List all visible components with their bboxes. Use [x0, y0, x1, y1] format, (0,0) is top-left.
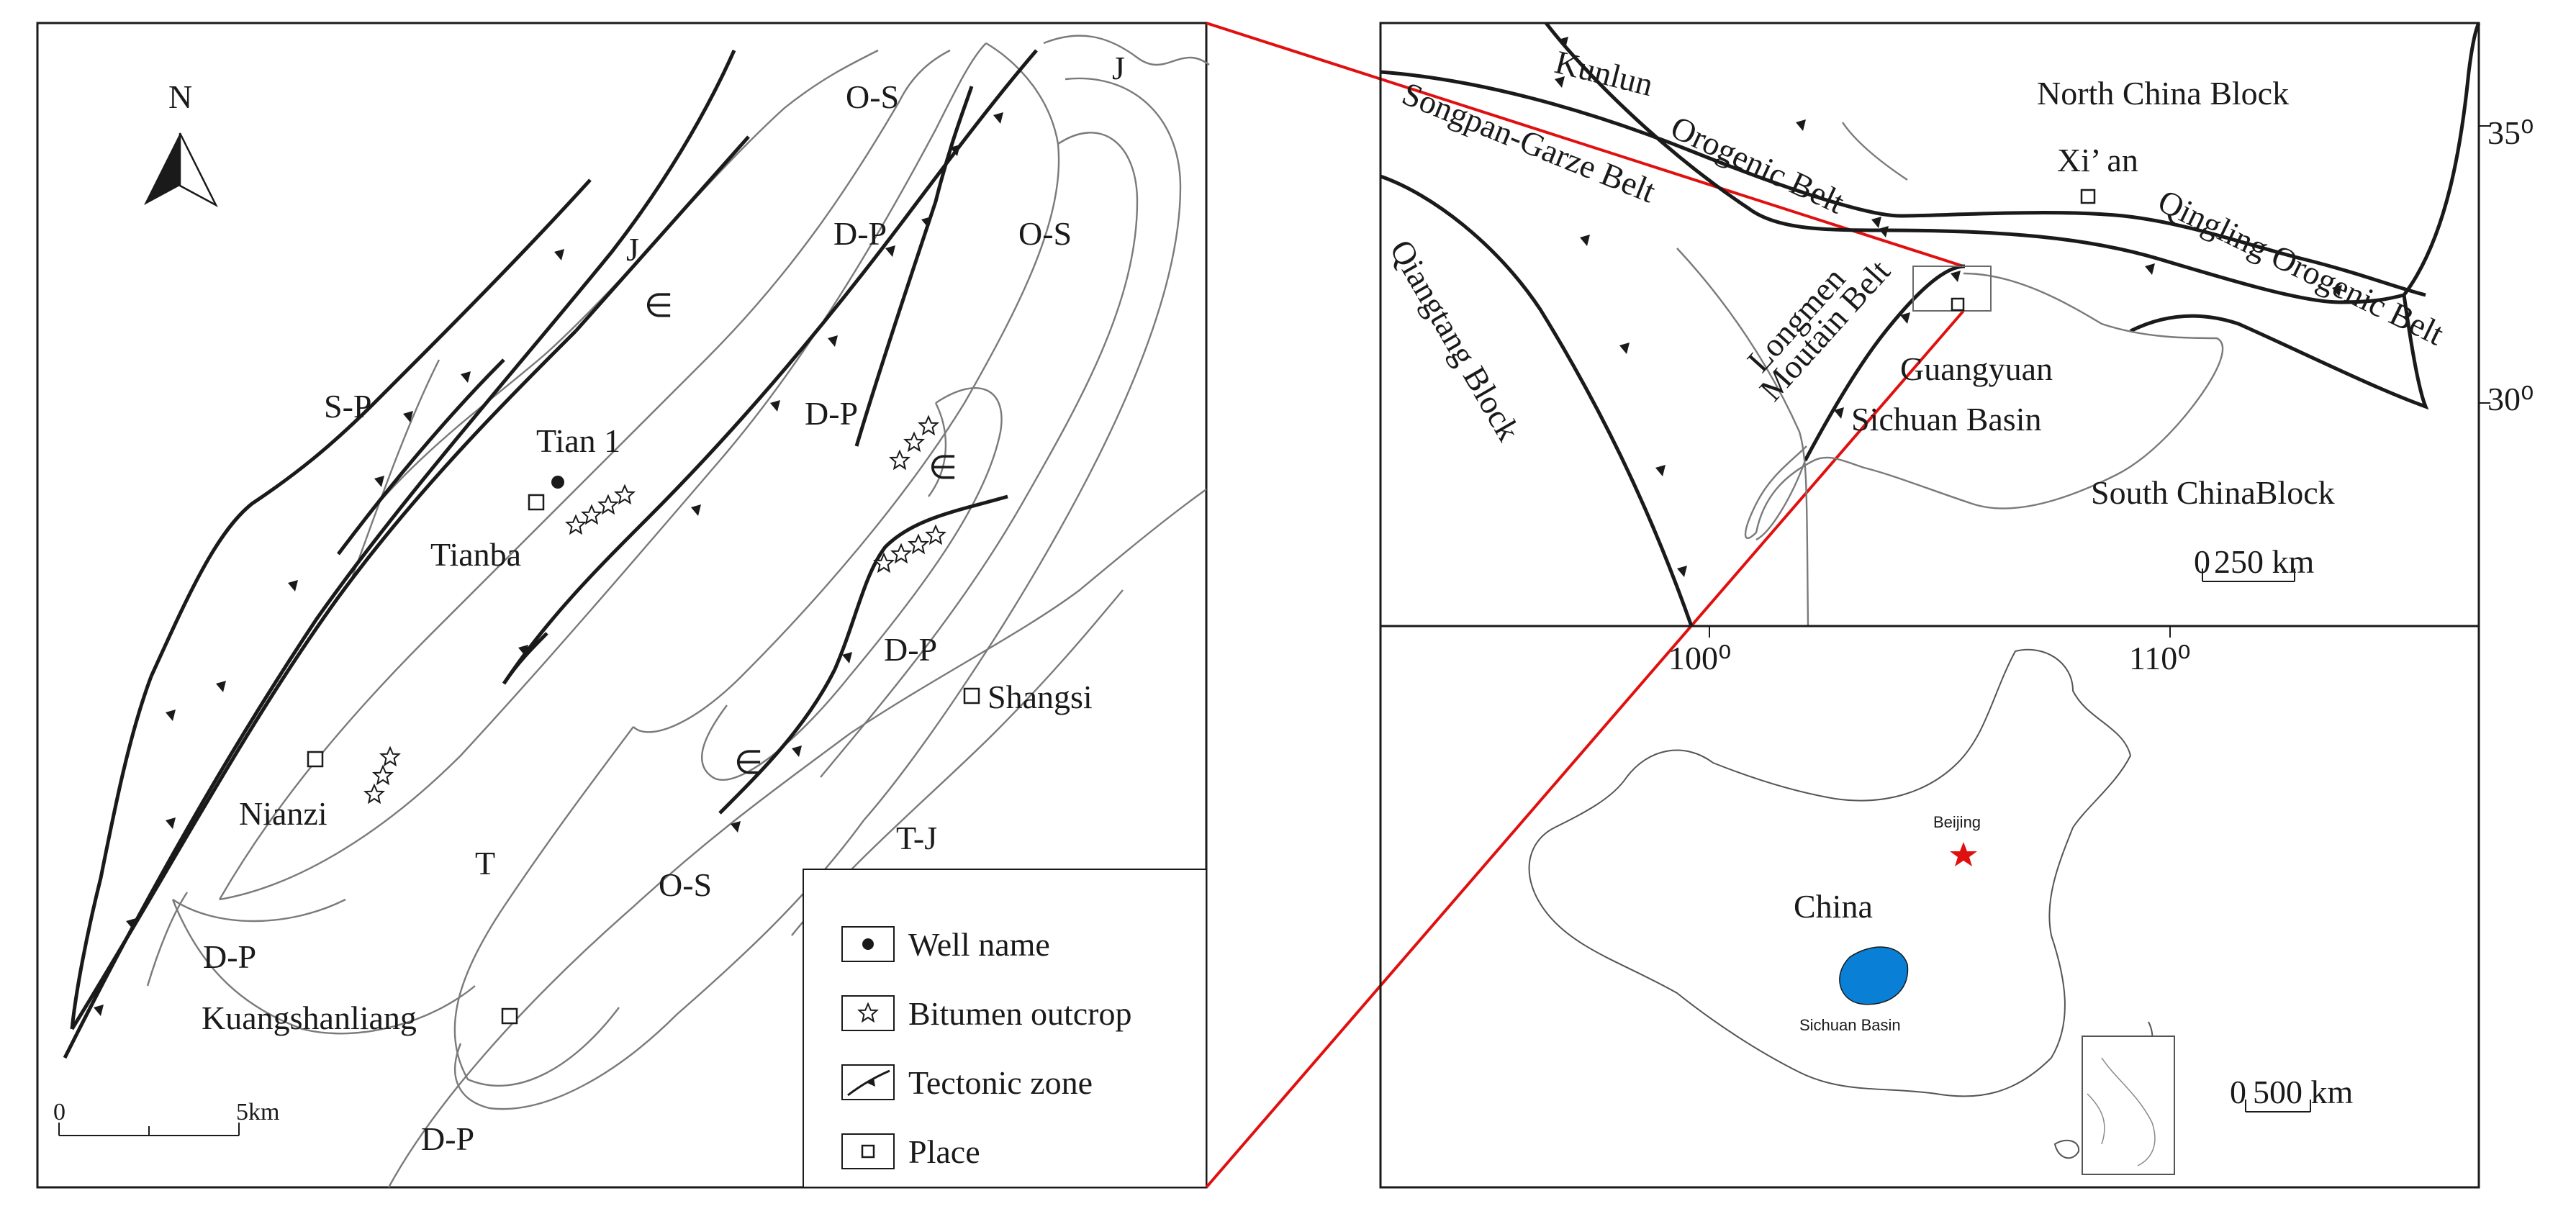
unit-label: ∈ — [644, 287, 673, 324]
well-label: Tian 1 — [536, 422, 620, 459]
regional-scale-bar: 0 250 km — [2194, 543, 2315, 582]
north-arrow: N — [144, 78, 218, 207]
regional-map-frame — [1379, 22, 2480, 627]
legend-label: Well name — [908, 926, 1050, 963]
fault-icon — [847, 1069, 890, 1097]
unit-label: D-P — [421, 1120, 474, 1157]
star-icon — [926, 525, 946, 544]
scale-end: 5km — [236, 1099, 279, 1125]
lat-tick-30: 30⁰ — [2487, 381, 2534, 417]
star-icon — [566, 515, 586, 534]
star-icon — [373, 766, 393, 784]
unit-label: O-S — [846, 78, 899, 115]
well-marker — [551, 476, 564, 489]
china-location-panel: Beijing China Sichuan Basin 0 500 km — [1379, 625, 2480, 1189]
legend-label: Bitumen outcrop — [908, 995, 1131, 1032]
sichuan-basin-area — [1839, 946, 1909, 1005]
label-sichuan-basin: Sichuan Basin — [1851, 401, 2041, 438]
china-map-frame — [1379, 625, 2480, 1189]
inset-connector — [1205, 22, 1965, 1189]
place-marker-xian — [2080, 189, 2096, 204]
left-scale-bar: 0 5km — [53, 1099, 279, 1136]
label-guangyuan: Guangyuan — [1900, 350, 2053, 387]
label-north-china: North China Block — [2037, 75, 2289, 112]
unit-label: D-P — [805, 395, 858, 432]
place-marker-shangsi — [963, 687, 980, 704]
unit-label: J — [1112, 50, 1125, 86]
place-marker-guangyuan — [1951, 297, 1965, 312]
star-icon — [904, 432, 924, 451]
star-icon — [364, 784, 384, 803]
place-marker-kuangshanliang — [501, 1007, 518, 1025]
star-icon — [615, 485, 635, 504]
regional-boundaries — [1380, 22, 2481, 627]
unit-label: D-P — [833, 215, 887, 252]
star-icon — [908, 535, 928, 553]
map-legend: Well name Bitumen outcrop Tectonic zone … — [803, 869, 1207, 1188]
place-label-kuangshanliang: Kuangshanliang — [202, 1000, 417, 1036]
capital-star-icon — [1950, 842, 1977, 866]
star-icon — [598, 495, 618, 514]
unit-label: T-J — [896, 820, 937, 856]
unit-label: D-P — [884, 631, 937, 668]
place-label-shangsi: Shangsi — [988, 679, 1093, 715]
dot-icon — [862, 938, 874, 950]
lon-tick-100: 100⁰ — [1668, 640, 1731, 676]
unit-label: O-S — [659, 866, 712, 903]
label-kunlun: Kunlun — [1552, 43, 1657, 103]
unit-label: ∈ — [928, 449, 957, 486]
place-marker-nianzi — [307, 751, 324, 768]
regional-scale-zero: 0 — [2194, 543, 2210, 580]
china-outline — [1528, 648, 2132, 1097]
label-china-sichuan: Sichuan Basin — [1799, 1016, 1901, 1034]
label-orogenic-belt: Orogenic Belt — [1666, 109, 1850, 221]
unit-label: D-P — [203, 938, 256, 975]
unit-label: S-P — [324, 388, 371, 425]
unit-label: O-S — [1018, 215, 1072, 252]
place-label-nianzi: Nianzi — [239, 795, 327, 832]
label-qinling: Qingling Orogenic Belt — [2153, 182, 2450, 352]
china-scale-zero: 0 — [2230, 1074, 2246, 1110]
star-icon — [380, 747, 400, 766]
star-icon — [890, 450, 910, 469]
label-xian: Xi’ an — [2057, 142, 2138, 178]
geologic-map-panel: N J O-S D-P O-S J ∈ D-P ∈ S-P D-P ∈ T-J … — [36, 22, 1210, 1189]
china-scale-bar: 0 500 km — [2230, 1074, 2354, 1112]
regional-scale-end: 250 km — [2214, 543, 2315, 580]
legend-label: Place — [908, 1133, 980, 1170]
regional-tectonic-panel: 35⁰ 30⁰ 100⁰ 110⁰ Kunlun Orogenic Belt N… — [1379, 22, 2534, 676]
square-icon — [861, 1144, 875, 1159]
label-south-china: South ChinaBlock — [2091, 474, 2335, 511]
place-marker-tianba — [528, 494, 545, 511]
scale-zero: 0 — [53, 1099, 65, 1125]
star-icon — [582, 505, 602, 524]
place-label-tianba: Tianba — [430, 536, 521, 573]
label-china: China — [1794, 888, 1873, 925]
north-label: N — [168, 78, 192, 115]
unit-label: T — [475, 845, 495, 882]
legend-label: Tectonic zone — [908, 1064, 1093, 1101]
lon-tick-110: 110⁰ — [2129, 640, 2191, 676]
unit-label: J — [626, 231, 639, 268]
south-china-sea-inset — [2082, 1036, 2175, 1175]
unit-label: ∈ — [734, 744, 763, 781]
label-beijing: Beijing — [1933, 813, 1981, 831]
lat-tick-35: 35⁰ — [2487, 114, 2534, 151]
china-scale-end: 500 km — [2253, 1074, 2354, 1110]
star-icon — [918, 416, 939, 435]
left-map-frame — [36, 22, 1208, 1189]
star-icon — [891, 544, 911, 563]
